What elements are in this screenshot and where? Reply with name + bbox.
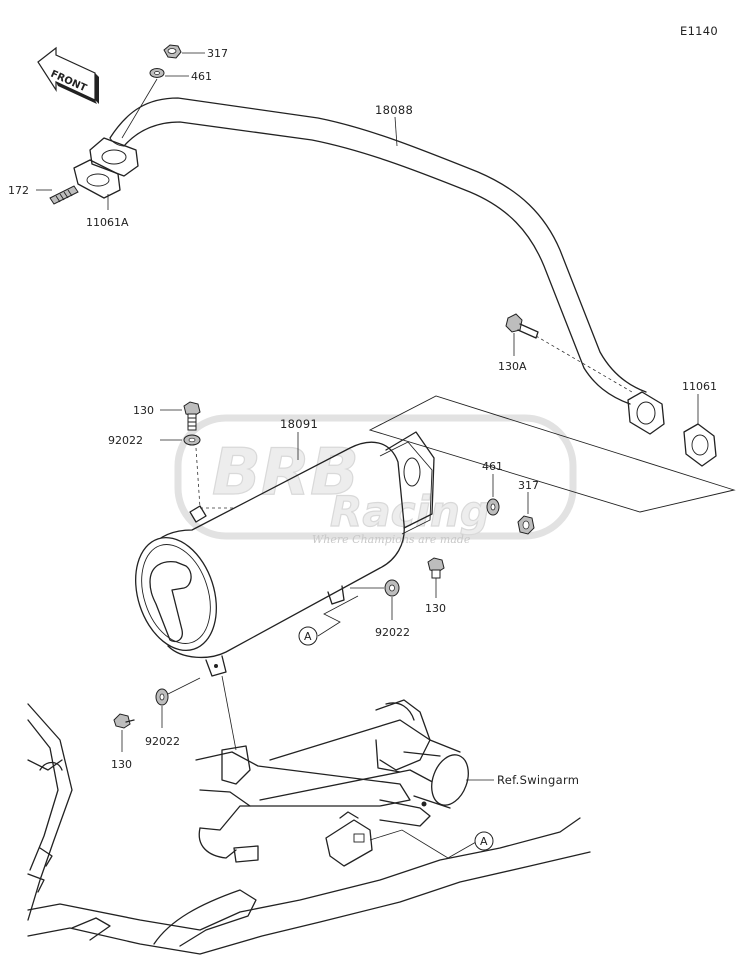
ref-swingarm-label: Ref.Swingarm	[497, 773, 579, 787]
callout-461-mid: 461	[482, 460, 503, 473]
brb-racing-watermark: BRB Racing Where Champions are made	[174, 414, 577, 546]
callout-92022-upper: 92022	[108, 434, 143, 447]
bolt-130a	[505, 313, 539, 339]
washer-461-mid	[486, 498, 500, 516]
washer-92022-right	[384, 579, 400, 597]
callout-130-upper: 130	[133, 404, 154, 417]
muffler-assembly-outline	[368, 395, 736, 513]
bolt-130-right	[427, 557, 445, 579]
bolt-130-lower	[113, 713, 135, 729]
gasket-11061	[683, 423, 717, 467]
callout-130a: 130A	[498, 360, 527, 373]
bolt-130-upper	[183, 401, 201, 431]
callout-18088: 18088	[375, 103, 413, 117]
ref-a-upper-circle	[298, 626, 318, 646]
watermark-tagline: Where Champions are made	[312, 533, 471, 546]
callout-317-top: 317	[207, 47, 228, 60]
frame-swingarm	[27, 699, 591, 955]
callout-11061a: 11061A	[86, 216, 129, 229]
callout-461-top: 461	[191, 70, 212, 83]
callout-130-lower: 130	[111, 758, 132, 771]
muffler-18091	[135, 431, 435, 677]
watermark-brand-bottom: Racing	[330, 487, 490, 536]
watermark-brand-top: BRB	[212, 436, 359, 510]
ref-a-lower: A	[480, 835, 488, 848]
exhaust-pipe-18088	[89, 97, 665, 435]
callout-130-right: 130	[425, 602, 446, 615]
nut-317-mid	[517, 515, 535, 535]
callout-92022-right: 92022	[375, 626, 410, 639]
washer-461-top	[149, 68, 165, 78]
washer-92022-lower	[155, 688, 169, 706]
diagram-code: E1140	[680, 24, 718, 38]
callout-92022-lower: 92022	[145, 735, 180, 748]
gasket-11061a	[73, 159, 121, 199]
nut-317-top	[163, 44, 182, 59]
washer-92022-upper	[183, 434, 201, 446]
callout-172: 172	[8, 184, 29, 197]
callout-11061: 11061	[682, 380, 717, 393]
stud-172	[49, 185, 79, 205]
callout-317-mid: 317	[518, 479, 539, 492]
front-arrow-icon: FRONT	[37, 46, 99, 104]
callout-18091: 18091	[280, 417, 318, 431]
ref-a-lower-circle	[474, 831, 494, 851]
ref-a-upper: A	[304, 630, 312, 643]
